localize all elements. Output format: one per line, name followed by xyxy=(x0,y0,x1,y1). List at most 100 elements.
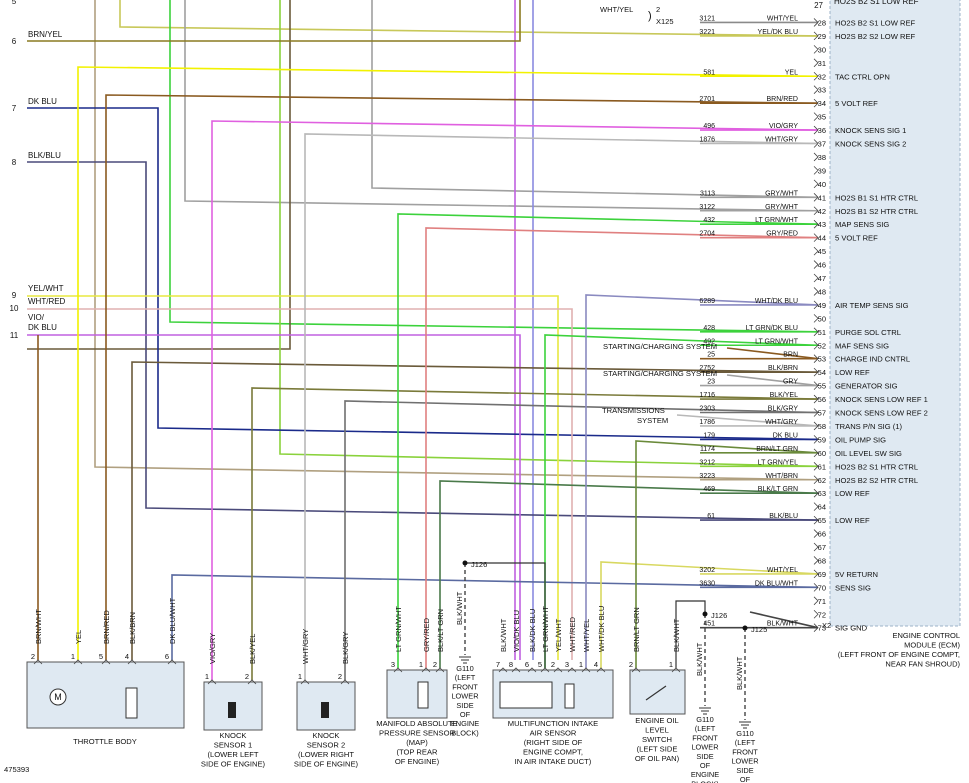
ecm-pin-chevron xyxy=(813,85,819,94)
component-name: (TOP REAR xyxy=(396,748,438,757)
component-name: SENSOR 1 xyxy=(214,741,252,750)
component-pin-number: 4 xyxy=(125,652,129,661)
component-pin-number: 6 xyxy=(165,652,169,661)
component-name: SIDE OF ENGINE) xyxy=(201,760,266,769)
splice-pin: 2 xyxy=(656,5,660,14)
component-wire-label: LT GRN/WHT xyxy=(541,606,550,652)
ground-name: G110 xyxy=(456,664,474,673)
wire-color-label: BRN/RED xyxy=(766,96,798,103)
left-ref-number: 11 xyxy=(10,331,19,340)
wire-color-label: WHT/BRN xyxy=(765,473,798,480)
circuit-number: 1174 xyxy=(700,446,715,453)
ecm-pin-chevron xyxy=(813,529,819,538)
component-pin-chevron xyxy=(511,667,521,673)
component-pin-chevron xyxy=(33,659,43,665)
component-name: MULTIFUNCTION INTAKE xyxy=(508,719,598,728)
ecm-pin-chevron xyxy=(813,206,819,216)
ecm-pin-chevron xyxy=(813,18,819,27)
ecm-pin-label: MAP SENS SIG xyxy=(835,220,889,229)
component-wire-label: VIO/GRY xyxy=(208,633,217,664)
piezo-icon xyxy=(321,702,329,718)
ecm-pin-chevron xyxy=(813,219,819,229)
ecm-pin-chevron xyxy=(813,193,819,202)
ecm-pin-number: 32 xyxy=(818,72,826,81)
wire-color-label: VIO/GRY xyxy=(769,123,798,130)
component-name: THROTTLE BODY xyxy=(73,737,137,746)
motor-symbol: M xyxy=(54,692,62,702)
component-name: MANIFOLD ABSOLUTE xyxy=(376,719,457,728)
wire-color-label: BLK/LT GRN xyxy=(758,486,798,493)
ground-name: ENGINE xyxy=(691,770,719,779)
ecm-pin-chevron xyxy=(813,609,819,619)
left-ref-label: BRN/YEL xyxy=(28,30,63,39)
map-sensor-box xyxy=(386,669,448,719)
ecm-pin-label: MAF SENS SIG xyxy=(835,341,889,350)
ecm-pin-chevron xyxy=(813,327,819,337)
ecm-pin-number: 56 xyxy=(818,395,826,404)
component-wire-label: LT GRN/WHT xyxy=(394,606,403,652)
ecm-pin-chevron xyxy=(813,367,819,377)
circuit-number: 2701 xyxy=(699,96,715,103)
ecm-pin-chevron xyxy=(813,246,819,256)
ecm-name: MODULE (ECM) xyxy=(904,641,960,650)
wire-trace xyxy=(371,0,819,199)
wire-color-label: WHT/GRY xyxy=(765,137,798,144)
circuit-number: 3113 xyxy=(700,190,715,197)
component-name: OF OIL PAN) xyxy=(635,754,680,763)
circuit-number: 6289 xyxy=(699,298,715,305)
ecm-pin-label: HO2S B2 S1 HTR CTRL xyxy=(835,462,918,471)
ground-name: (LEFT xyxy=(735,738,756,747)
left-ref-number: 8 xyxy=(12,158,17,167)
ecm-pin-chevron xyxy=(813,260,819,269)
component-wire-label: BLK/BRN xyxy=(128,612,137,644)
circuit-number: 2303 xyxy=(699,406,715,413)
wire-trace xyxy=(77,66,819,660)
motor-icon xyxy=(49,688,67,706)
ground-splice-id: J126 xyxy=(711,611,727,620)
component-name: (LOWER RIGHT xyxy=(298,750,354,759)
wire-color-label: LT GRN/WHT xyxy=(755,338,799,345)
wire-trace xyxy=(726,347,819,360)
wire-color-label: WHT/YEL xyxy=(767,15,798,22)
wire-trace xyxy=(169,0,819,333)
circuit-number: 469 xyxy=(703,486,715,493)
ecm-pin-label: AIR TEMP SENS SIG xyxy=(835,301,909,310)
left-ref-label: DK BLU xyxy=(28,97,57,106)
component-wire-label: BLK/WHT xyxy=(672,618,681,652)
wire-trace xyxy=(251,387,819,680)
component-name: (MAP) xyxy=(406,738,428,747)
switch-icon xyxy=(645,685,667,701)
ground-name: BLOCK) xyxy=(451,728,479,737)
ground-name: G110 xyxy=(696,715,714,724)
ecm-pin-number: 46 xyxy=(818,261,826,270)
ecm-pin-number: 29 xyxy=(818,32,826,41)
ecm-pin-chevron xyxy=(813,58,819,68)
component-pin-chevron xyxy=(553,667,563,673)
component-pin-chevron xyxy=(671,667,681,673)
ecm-pin-label: LOW REF xyxy=(835,489,870,498)
ecm-pin-number: 73 xyxy=(818,624,826,633)
ecm-pin-chevron xyxy=(813,45,819,54)
left-ref-label: YEL/WHT xyxy=(28,284,64,293)
ecm-body xyxy=(829,0,961,627)
ground-name: OF xyxy=(460,710,471,719)
component-pin-chevron xyxy=(73,659,83,665)
ecm-pin-number: 40 xyxy=(818,180,826,189)
wire-color-label: BRN/LT GRN xyxy=(756,446,798,453)
ecm-pin-number: 33 xyxy=(818,86,826,95)
component-name: IN AIR INTAKE DUCT) xyxy=(515,757,592,766)
circuit-number: 3223 xyxy=(699,473,715,480)
piezo-icon xyxy=(228,702,236,718)
ecm-pin-label: GENERATOR SIG xyxy=(835,382,898,391)
component-pin-chevron xyxy=(567,667,577,673)
component-name: AIR SENSOR xyxy=(530,729,577,738)
component-pin-chevron xyxy=(340,679,350,685)
circuit-number: 428 xyxy=(703,325,715,332)
wire-trace xyxy=(171,574,819,660)
circuit-number: 2704 xyxy=(699,231,715,238)
wire-trace xyxy=(131,361,819,660)
splice-dot xyxy=(702,611,708,617)
component-wire-label: WHT/DK BLU xyxy=(597,606,606,652)
ecm-pin-chevron xyxy=(813,152,819,162)
ecm-pin-label: 5 VOLT REF xyxy=(835,99,878,108)
